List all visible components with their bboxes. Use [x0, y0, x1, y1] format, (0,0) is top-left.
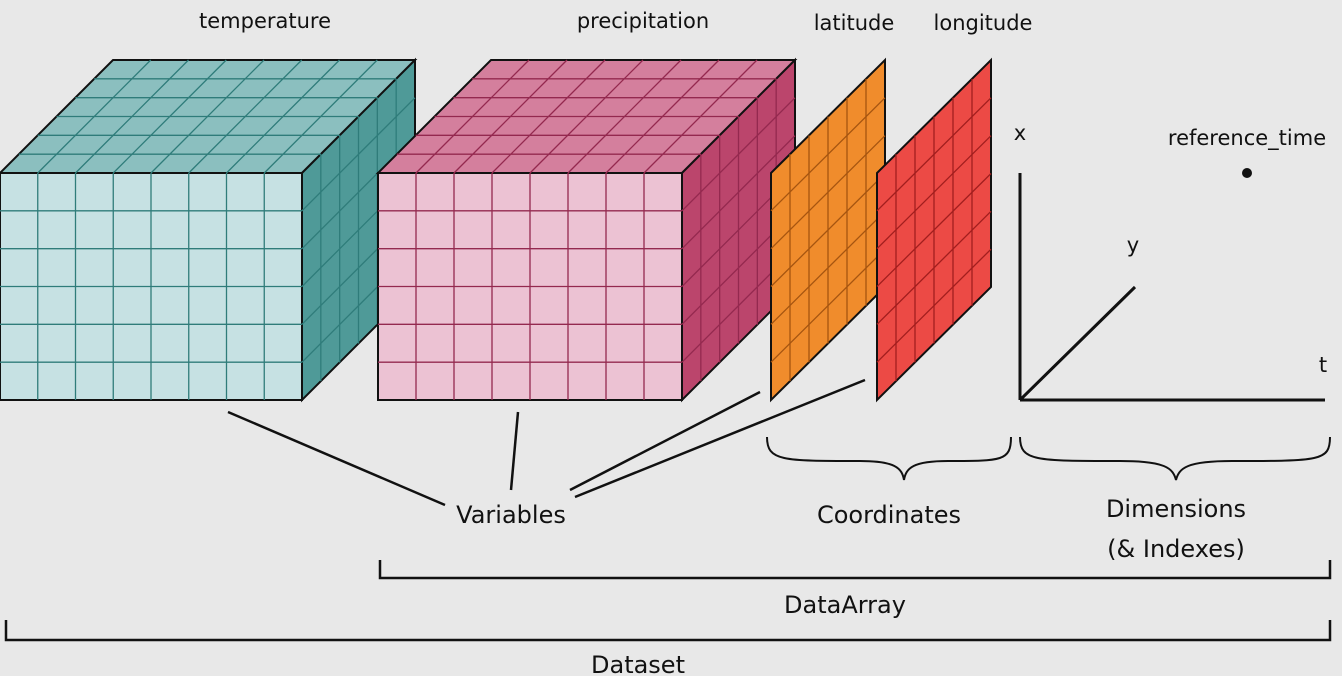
longitude-plane: [876, 57, 992, 403]
axis-y-line: [1018, 285, 1137, 402]
coordinates-label: Coordinates: [817, 501, 961, 529]
grid-line: [681, 135, 796, 250]
dataarray-label: DataArray: [784, 591, 906, 619]
temperature-cube: [0, 57, 418, 403]
temperature-label: temperature: [199, 9, 331, 33]
axis-t-label: t: [1319, 353, 1327, 377]
grid-line: [770, 248, 886, 363]
latitude-label: latitude: [814, 11, 895, 35]
reference-time-label: reference_time: [1168, 126, 1326, 151]
longitude-grid: [876, 78, 992, 382]
connector-latitude: [569, 390, 761, 492]
dimension-axes: [1018, 173, 1325, 402]
grid-line: [301, 97, 416, 212]
axis-y-label: y: [1127, 233, 1139, 257]
grid-line: [876, 210, 992, 325]
grid-line: [770, 173, 886, 287]
dimensions-label: Dimensions: [1106, 495, 1246, 523]
grid-line: [770, 210, 886, 325]
longitude-label: longitude: [934, 11, 1033, 35]
grid-line: [681, 97, 796, 212]
variables-label: Variables: [456, 501, 566, 529]
grid-line: [770, 135, 886, 250]
precipitation-cube: [375, 57, 798, 403]
axis-x-label: x: [1014, 121, 1026, 145]
connector-temperature: [227, 410, 446, 507]
dimensions-brace: [1019, 436, 1331, 481]
coordinates-brace: [766, 436, 1012, 481]
precipitation-grid: [378, 59, 796, 400]
reference-time-dot: [1242, 168, 1252, 178]
variables-connectors: [227, 378, 866, 507]
dataset-bracket: [4, 620, 1332, 642]
precipitation-label: precipitation: [577, 9, 709, 33]
grid-line: [876, 248, 992, 363]
grid-line: [876, 173, 992, 287]
indexes-label: (& Indexes): [1107, 535, 1245, 563]
connector-longitude: [574, 378, 866, 499]
connector-precipitation: [509, 411, 520, 491]
grid-line: [876, 135, 992, 250]
grid-line: [770, 97, 886, 212]
latitude-plane: [770, 57, 886, 403]
dataarray-bracket: [378, 560, 1332, 580]
dataset-label: Dataset: [591, 651, 685, 676]
grid-line: [876, 97, 992, 212]
latitude-grid: [770, 78, 886, 382]
